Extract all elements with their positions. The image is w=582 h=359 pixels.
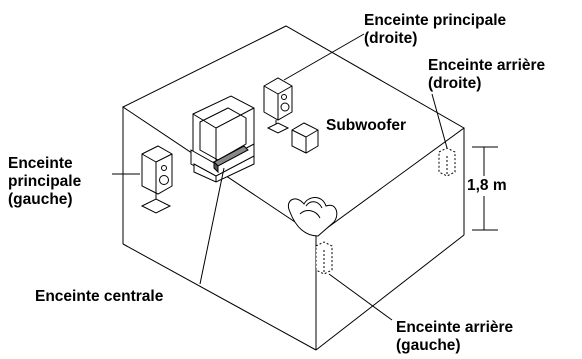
label-front-right-line1: Enceinte principale [364, 12, 507, 29]
label-front-right: Enceinte principale (droite) [364, 12, 506, 48]
label-rear-left-line1: Enceinte arrière [396, 319, 514, 336]
rear-left-speaker-icon [315, 241, 333, 275]
label-front-left-line1: Enceinte [8, 155, 73, 172]
height-dimension [472, 146, 498, 231]
room-edge-bottom-right [315, 234, 465, 351]
label-subwoofer: Subwoofer [326, 117, 407, 134]
label-center: Enceinte centrale [35, 288, 164, 305]
tv-set [190, 95, 255, 183]
label-front-left-line3: (gauche) [8, 191, 73, 208]
label-rear-right-line2: (droite) [428, 75, 482, 92]
leader-lines [112, 33, 448, 321]
rear-right-speaker-icon [438, 147, 456, 177]
label-front-left: Enceinte principale (gauche) [8, 155, 81, 209]
subwoofer-icon [291, 122, 319, 154]
label-front-left-line2: principale [8, 173, 82, 190]
label-height: 1,8 m [467, 177, 507, 194]
room-edge-bottom-left [122, 243, 317, 351]
listening-chair-icon [288, 197, 338, 237]
label-front-right-line2: (droite) [364, 30, 418, 47]
center-speaker-icon [213, 145, 249, 174]
label-rear-left: Enceinte arrière (gauche) [396, 319, 513, 355]
front-right-speaker-icon [263, 77, 293, 134]
front-left-speaker-icon [140, 145, 173, 214]
label-rear-left-line2: (gauche) [396, 337, 461, 354]
label-rear-right: Enceinte arrière (droite) [428, 57, 545, 93]
label-rear-right-line1: Enceinte arrière [428, 57, 546, 74]
